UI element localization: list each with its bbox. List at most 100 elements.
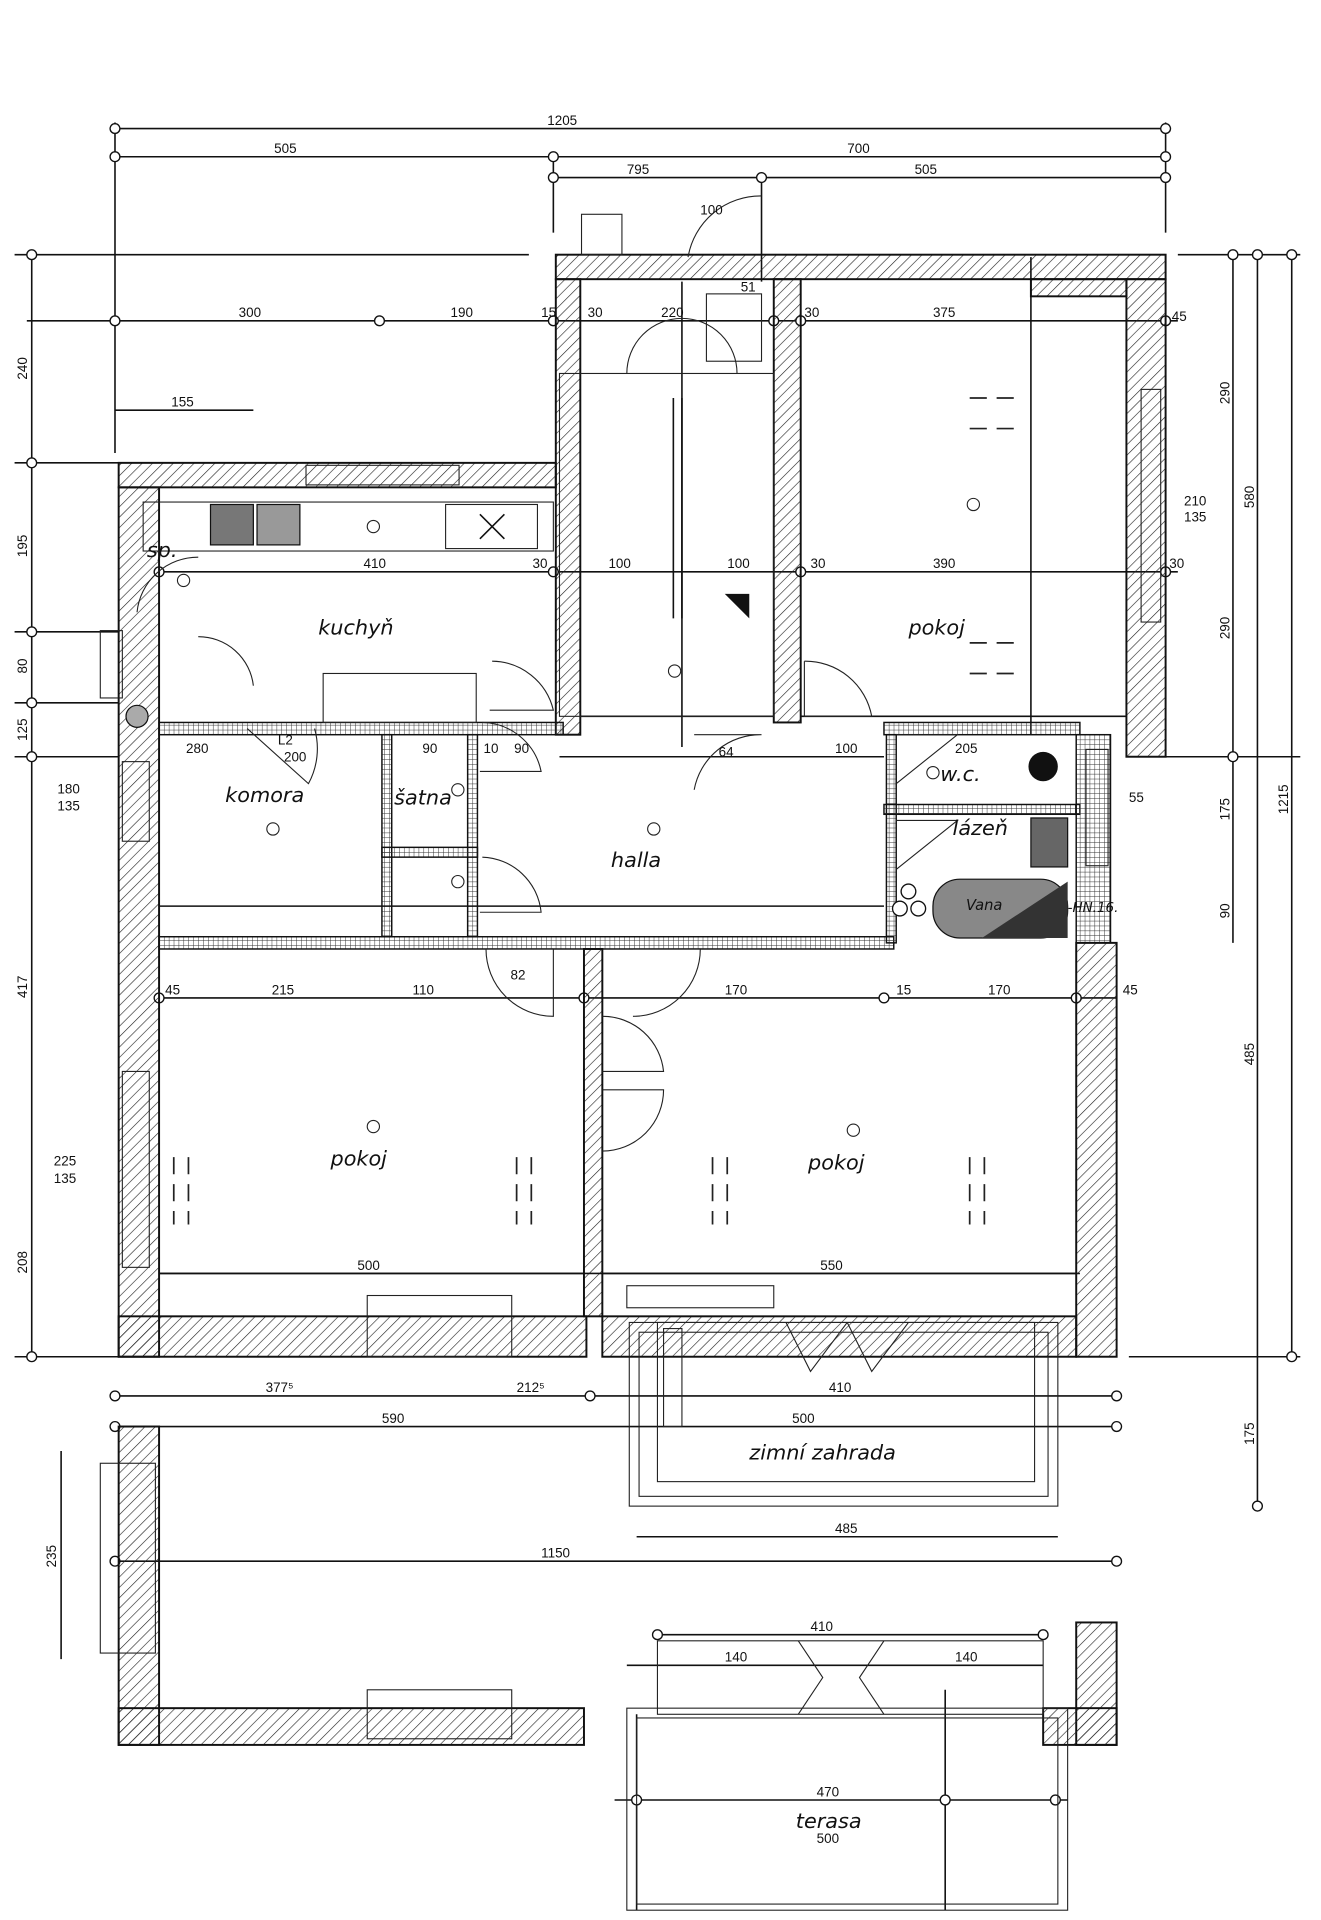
dim-label: 212⁵ xyxy=(517,1380,545,1395)
dim-label: 190 xyxy=(451,305,473,320)
dim-label: 125 xyxy=(15,718,30,740)
dim-label: 175 xyxy=(1217,798,1232,820)
dim-label: 45 xyxy=(1123,982,1138,997)
room-label-lazen: lázeň xyxy=(953,816,1008,840)
dim-label: 235 xyxy=(44,1545,59,1567)
dim-label: 45 xyxy=(165,982,180,997)
dim-label: 290 xyxy=(1217,382,1232,404)
room-label-kitchen: kuchyň xyxy=(318,615,393,639)
dim-label: 590 xyxy=(382,1411,404,1426)
dim-label: 485 xyxy=(1242,1043,1257,1065)
dim-label: 505 xyxy=(915,162,937,177)
dimension-labels: 1205 505 700 795 505 100 51 300 190 15 3… xyxy=(15,113,1291,1846)
winter-garden xyxy=(628,1321,1059,1507)
dim-label: 375 xyxy=(933,305,955,320)
dim-label: 170 xyxy=(725,982,747,997)
dim-label: 485 xyxy=(835,1521,857,1536)
dim-label: 30 xyxy=(804,305,819,320)
dim-label: 135 xyxy=(54,1171,76,1186)
door-label: 64 xyxy=(719,745,734,760)
dim-label: 180 xyxy=(57,781,79,796)
dim-label: 100 xyxy=(727,556,749,571)
doors xyxy=(136,556,960,1715)
heater-note: -HN.16. xyxy=(1068,901,1119,916)
dim-label: 30 xyxy=(533,556,548,571)
dim-label: 500 xyxy=(817,1831,839,1846)
dim-label: 1205 xyxy=(547,113,577,128)
dim-label: 795 xyxy=(627,162,649,177)
door-label: 200 xyxy=(284,750,306,765)
dim-label: 208 xyxy=(15,1251,30,1273)
dim-label: 210 xyxy=(1184,494,1206,509)
dim-label: 280 xyxy=(186,741,208,756)
room-label-halla: halla xyxy=(611,848,661,872)
dim-label: 30 xyxy=(588,305,603,320)
dim-label: 30 xyxy=(1169,556,1184,571)
dim-label: 225 xyxy=(54,1154,76,1169)
bathroom-fittings xyxy=(891,751,1069,939)
dim-label: 410 xyxy=(364,556,386,571)
dim-label: 170 xyxy=(988,982,1010,997)
dim-label: 155 xyxy=(171,395,193,410)
dim-label: 90 xyxy=(422,741,437,756)
room-label-pokoj-center: pokoj xyxy=(807,1150,865,1174)
dim-label: 470 xyxy=(817,1784,839,1799)
walls xyxy=(117,213,1167,1746)
dim-label: 100 xyxy=(700,202,722,217)
dim-label: 135 xyxy=(57,799,79,814)
dim-label: 500 xyxy=(357,1258,379,1273)
dim-label: 110 xyxy=(413,982,434,997)
room-label-sp: sp. xyxy=(147,538,178,562)
dim-label: 135 xyxy=(1184,510,1206,525)
dim-label: 15 xyxy=(541,305,556,320)
dim-label: 1150 xyxy=(541,1546,570,1561)
dim-label: 90 xyxy=(514,741,529,756)
dim-label: 500 xyxy=(792,1411,814,1426)
dim-label: 700 xyxy=(847,141,869,156)
dim-label: 80 xyxy=(15,659,30,674)
furniture-dashes xyxy=(172,397,1019,1225)
dim-label: 195 xyxy=(15,535,30,557)
dim-label: 205 xyxy=(955,741,977,756)
room-label-terrace: terasa xyxy=(796,1809,862,1833)
dim-label: 300 xyxy=(239,305,261,320)
dim-label: 1215 xyxy=(1276,784,1291,814)
dim-label: 240 xyxy=(15,357,30,379)
dim-label: 55 xyxy=(1129,790,1144,805)
dim-label: 140 xyxy=(725,1650,747,1665)
room-label-winter-garden: zimní zahrada xyxy=(748,1441,896,1465)
dim-label: 390 xyxy=(933,556,955,571)
ceiling-lights xyxy=(176,497,981,1137)
dim-label: 51 xyxy=(741,279,756,294)
door-label: L2 xyxy=(278,732,293,747)
dim-label: 580 xyxy=(1242,486,1257,508)
dim-label: 505 xyxy=(274,141,296,156)
room-label-satna: šatna xyxy=(394,785,452,809)
dim-label: 175 xyxy=(1242,1422,1257,1444)
dim-label: 100 xyxy=(608,556,630,571)
room-label-pokoj-left: pokoj xyxy=(330,1147,388,1171)
dim-label: 377⁵ xyxy=(266,1380,294,1395)
dim-label: 410 xyxy=(829,1380,851,1395)
windows xyxy=(99,388,1162,1740)
dim-label: 45 xyxy=(1172,309,1187,324)
dim-label: 417 xyxy=(15,976,30,998)
kitchen-fittings xyxy=(125,501,554,728)
door-label: 82 xyxy=(511,968,526,983)
dim-label: 15 xyxy=(896,982,911,997)
dim-label: 140 xyxy=(955,1650,977,1665)
dim-label: 100 xyxy=(835,741,857,756)
room-label-pokoj-right: pokoj xyxy=(907,615,965,639)
staircase xyxy=(558,195,775,717)
room-label-komora: komora xyxy=(225,783,304,807)
terrace xyxy=(626,1640,1069,1911)
dim-label: 90 xyxy=(1217,903,1232,918)
dim-label: 410 xyxy=(811,1619,833,1634)
bathtub-label: Vana xyxy=(966,897,1002,914)
dim-label: 290 xyxy=(1217,617,1232,639)
dim-label: 215 xyxy=(272,982,294,997)
dim-label: 550 xyxy=(820,1258,842,1273)
room-label-wc: w.c. xyxy=(940,762,980,786)
room-labels: kuchyň sp. pokoj komora šatna halla w.c.… xyxy=(147,538,1119,1833)
